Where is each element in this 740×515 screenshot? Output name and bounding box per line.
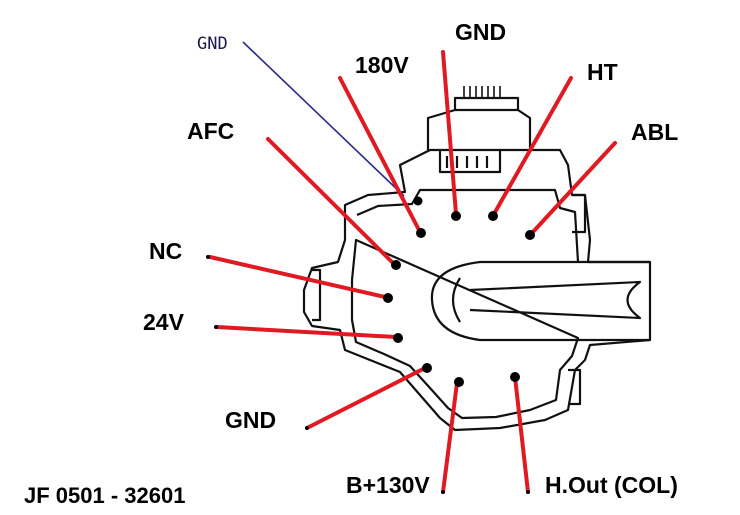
leader-nc [208,255,387,299]
gnd-top-left-callout: GND [197,34,405,197]
leader-gnd-bottom [305,366,427,430]
label-hout: H.Out (COL) [545,472,678,498]
transformer-body [302,96,652,432]
pin-hout [510,372,520,382]
pin-gnd-bottom [422,363,432,373]
leader-180v [338,76,421,232]
pin-b130 [454,377,464,387]
leader-lines [208,50,617,494]
pin-labels: 180V GND HT ABL AFC NC 24V GND B+130V H.… [143,19,678,498]
label-24v: 24V [143,309,185,335]
pins [383,196,535,387]
pin-ht [488,211,498,221]
leader-b130 [441,381,459,494]
label-b130: B+130V [346,472,430,498]
label-nc: NC [149,238,182,264]
label-afc: AFC [187,118,234,144]
pin-gnd-top-left [413,196,423,206]
pin-180v [416,228,426,238]
part-code: JF 0501 - 32601 [24,483,185,508]
label-abl: ABL [631,119,678,145]
gnd-top-left-label: GND [197,34,228,54]
pin-24v [393,333,403,343]
leader-24v [215,325,398,339]
leader-abl [530,141,617,235]
label-180v: 180V [355,52,409,78]
label-end-dots [206,255,530,494]
leader-ht [492,76,573,216]
pin-afc [391,260,401,270]
label-ht: HT [587,59,618,85]
leader-hout [513,375,530,494]
label-gnd-bottom: GND [225,407,276,433]
leader-gnd-top [441,50,458,216]
top-connector-pins [463,86,501,99]
gnd-top-left-leader [242,41,405,197]
pin-nc [383,293,393,303]
label-gnd-top: GND [455,19,506,45]
pin-abl [525,230,535,240]
pin-gnd-top [451,211,461,221]
leader-afc [266,137,395,265]
